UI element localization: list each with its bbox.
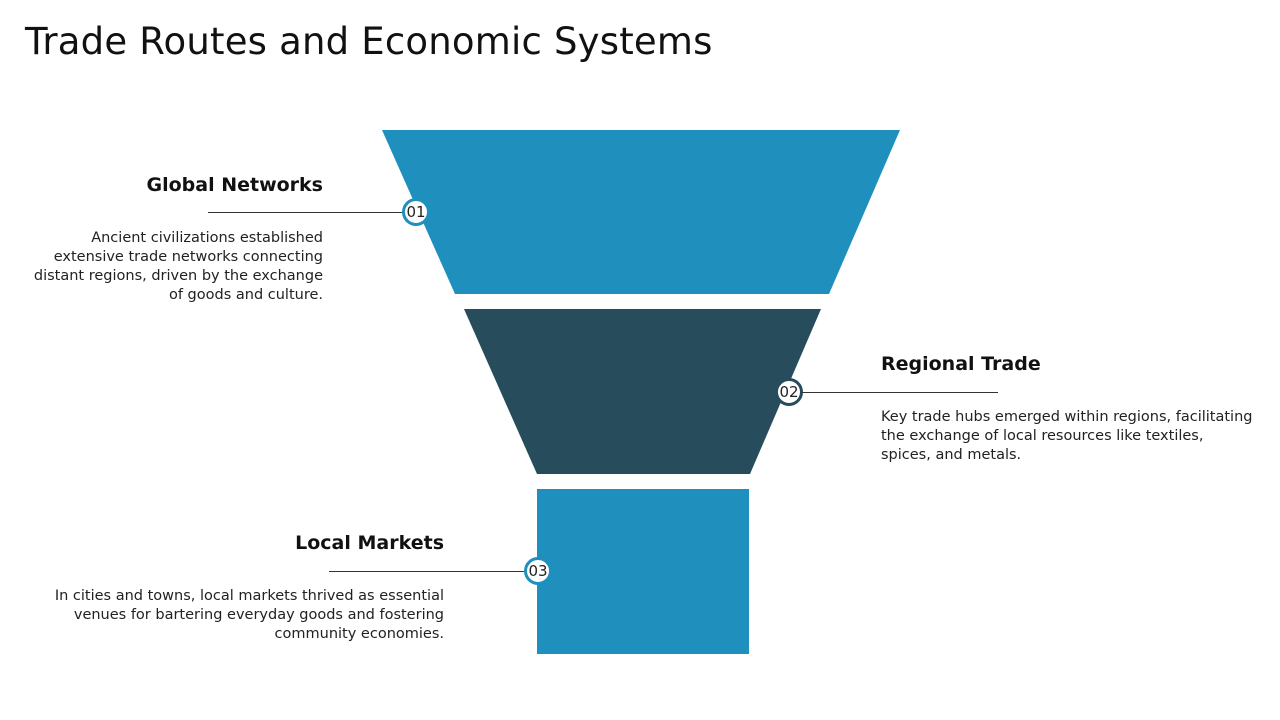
step-3-connector bbox=[329, 571, 526, 572]
page-title: Trade Routes and Economic Systems bbox=[25, 20, 713, 63]
step-1-heading: Global Networks bbox=[146, 174, 323, 196]
step-2-number-badge: 02 bbox=[775, 378, 803, 406]
step-1-description: Ancient civilizations established extens… bbox=[33, 230, 323, 303]
step-1-connector bbox=[208, 212, 404, 213]
funnel-level-1 bbox=[382, 130, 900, 294]
step-3-description: In cities and towns, local markets thriv… bbox=[54, 588, 444, 642]
step-2-description: Key trade hubs emerged within regions, f… bbox=[881, 409, 1253, 463]
step-3-heading: Local Markets bbox=[295, 532, 444, 554]
funnel-level-3 bbox=[537, 489, 749, 654]
funnel-level-2 bbox=[464, 309, 821, 474]
step-1-number-badge: 01 bbox=[402, 198, 430, 226]
step-3-number-badge: 03 bbox=[524, 557, 552, 585]
step-2-heading: Regional Trade bbox=[881, 353, 1041, 375]
step-2-connector bbox=[801, 392, 998, 393]
